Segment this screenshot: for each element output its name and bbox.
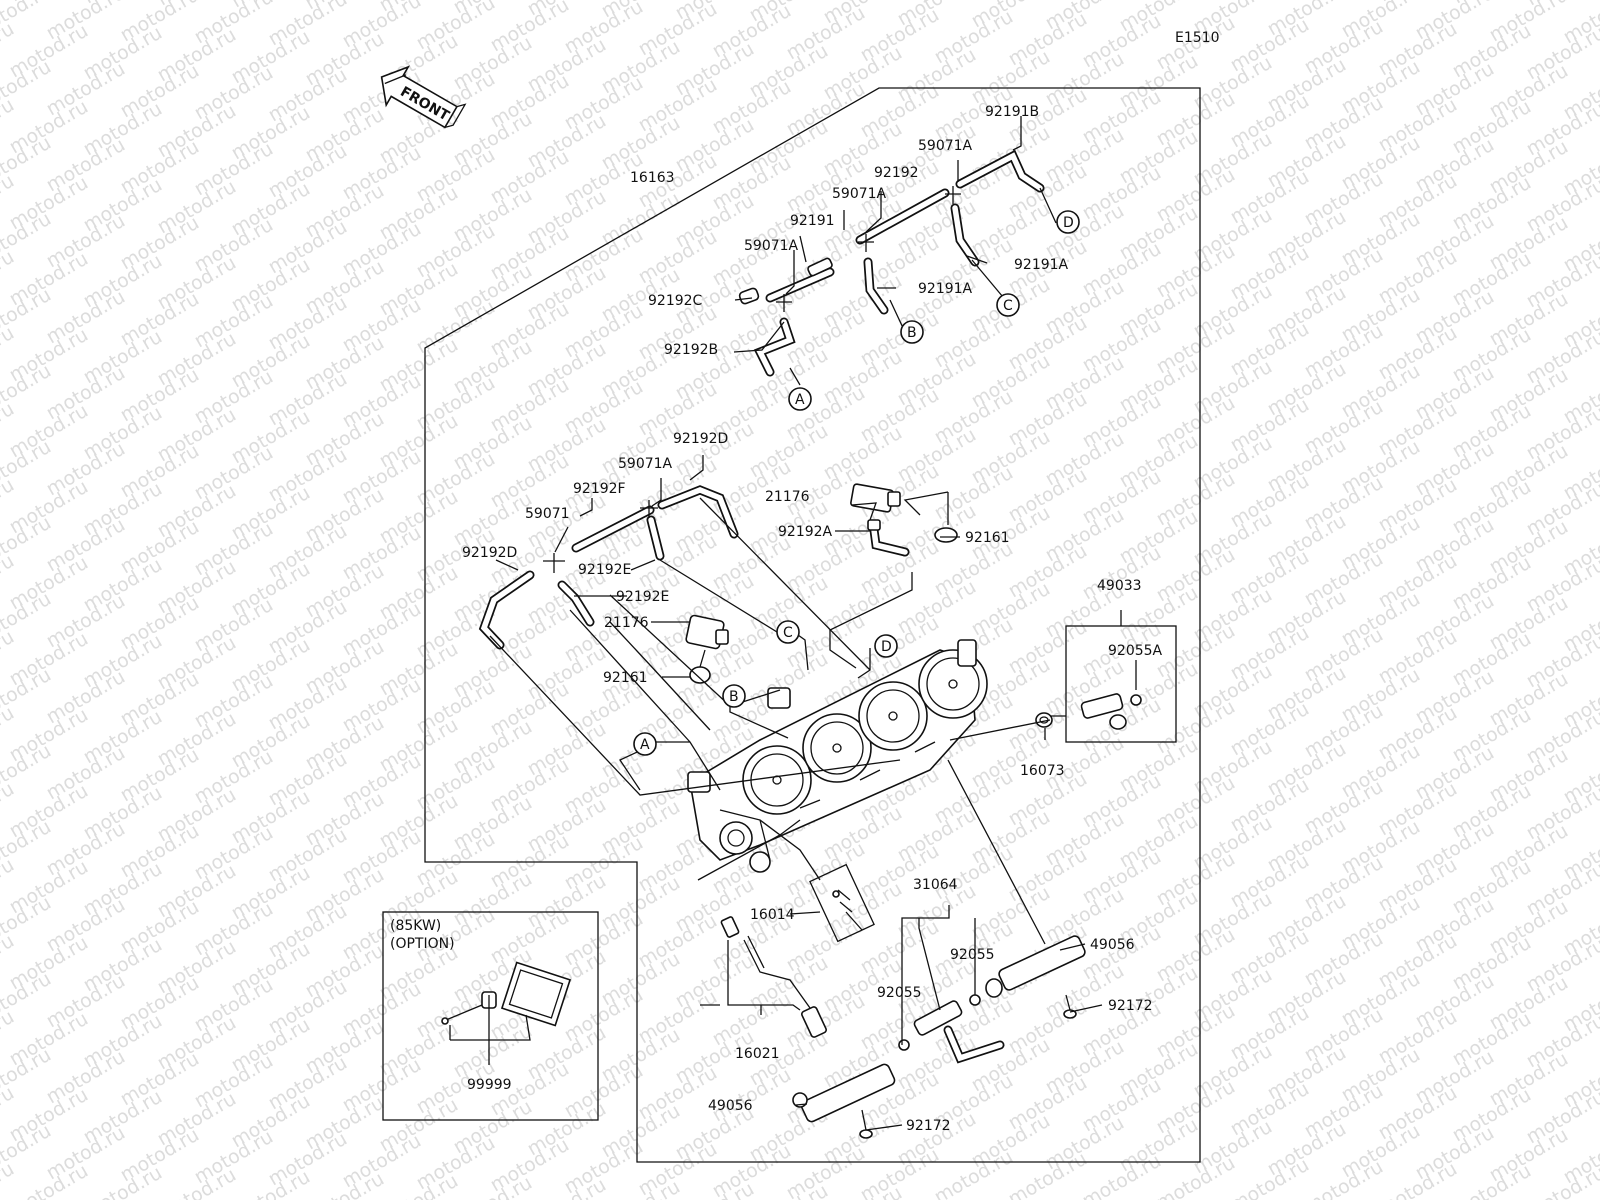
part-label-92192B: 92192B: [664, 342, 718, 358]
svg-text:A: A: [795, 392, 805, 408]
svg-text:C: C: [783, 625, 793, 641]
svg-text:B: B: [907, 325, 917, 341]
svg-text:D: D: [1063, 215, 1074, 231]
o-ring-92055A: [1130, 694, 1142, 706]
part-label-21176: 21176: [765, 489, 810, 505]
part-label-92161: 92161: [603, 670, 648, 686]
part-label-59071A: 59071A: [618, 456, 673, 472]
part-label-92192E: 92192E: [616, 589, 669, 605]
part-label-31064: 31064: [913, 877, 958, 893]
part-label-92191B: 92191B: [985, 104, 1039, 120]
callout-A-top: A: [788, 387, 812, 411]
part-label-92192D: 92192D: [462, 545, 517, 561]
part-label-92055: 92055: [877, 985, 922, 1001]
part-label-16073: 16073: [1020, 763, 1065, 779]
part-label-16163: 16163: [630, 170, 675, 186]
part-label-59071: 59071: [525, 506, 570, 522]
watermark-text: motod.ru: [0, 1158, 18, 1200]
throttle-bore: [858, 681, 928, 751]
part-label-92191: 92191: [790, 213, 835, 229]
option-line-1: (85KW): [390, 918, 441, 934]
part-label-92192C: 92192C: [648, 293, 703, 309]
part-label-92192E: 92192E: [578, 562, 631, 578]
part-label-92172: 92172: [906, 1118, 951, 1134]
part-label-59071A: 59071A: [744, 238, 799, 254]
svg-text:B: B: [729, 689, 739, 705]
part-label-92192D: 92192D: [673, 431, 728, 447]
part-label-92192A: 92192A: [778, 524, 833, 540]
part-label-59071A: 59071A: [832, 186, 887, 202]
part-label-59071A: 59071A: [918, 138, 973, 154]
callout-D-top: D: [1056, 210, 1080, 234]
callout-C-lower: C: [776, 620, 800, 644]
part-label-92055A: 92055A: [1108, 643, 1163, 659]
callout-B-top: B: [900, 320, 924, 344]
part-label-92192: 92192: [874, 165, 919, 181]
diagram-code: E1510: [1175, 30, 1219, 46]
part-label-92191A: 92191A: [918, 281, 973, 297]
part-label-16014: 16014: [750, 907, 795, 923]
svg-text:A: A: [640, 737, 650, 753]
callout-B-lower: B: [722, 684, 746, 708]
part-label-99999: 99999: [467, 1077, 512, 1093]
part-label-92161: 92161: [965, 530, 1010, 546]
part-label-92192F: 92192F: [573, 481, 626, 497]
svg-text:C: C: [1003, 298, 1013, 314]
option-line-2: (OPTION): [390, 936, 455, 952]
callout-C-top: C: [996, 293, 1020, 317]
callout-D-lower: D: [874, 634, 898, 658]
part-label-49033: 49033: [1097, 578, 1142, 594]
callout-A-lower: A: [633, 732, 657, 756]
part-label-16021: 16021: [735, 1046, 780, 1062]
o-ring-92055: [969, 994, 981, 1006]
part-label-49056: 49056: [708, 1098, 753, 1114]
svg-text:D: D: [881, 639, 892, 655]
o-ring-92055: [898, 1039, 910, 1051]
part-label-92191A: 92191A: [1014, 257, 1069, 273]
part-label-49056: 49056: [1090, 937, 1135, 953]
part-label-21176: 21176: [604, 615, 649, 631]
part-label-92172: 92172: [1108, 998, 1153, 1014]
part-label-92055: 92055: [950, 947, 995, 963]
